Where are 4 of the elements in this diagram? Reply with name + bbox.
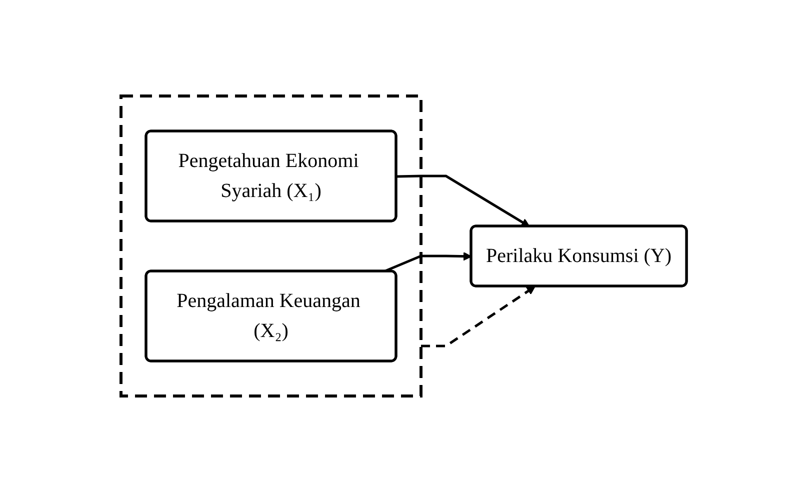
- arrow: [396, 174, 530, 226]
- arrow: [421, 286, 536, 347]
- cluster: [120, 94, 423, 397]
- arrow: [384, 251, 472, 272]
